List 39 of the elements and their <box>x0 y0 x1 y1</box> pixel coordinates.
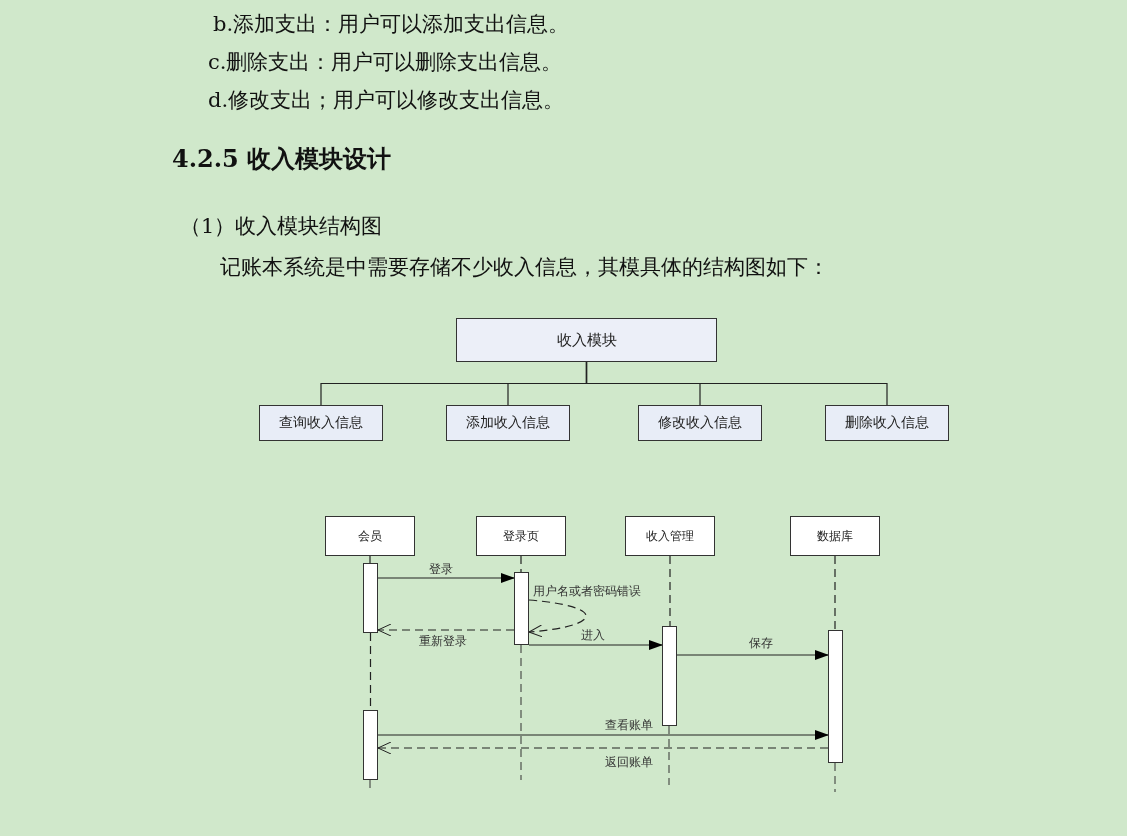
lifeline-head-box: 收入管理 <box>625 516 715 556</box>
module-box: 收入模块 <box>456 318 717 362</box>
edge-label: 查看账单 <box>604 718 654 732</box>
activation-bar <box>828 630 843 763</box>
message-arrow <box>676 650 829 660</box>
module-box: 删除收入信息 <box>825 405 949 441</box>
module-box: 查询收入信息 <box>259 405 383 441</box>
edge-label: 登录 <box>428 562 454 576</box>
return-message-arrow <box>377 741 829 755</box>
edge-label: 返回账单 <box>604 755 654 769</box>
edge-label: 进入 <box>580 628 606 642</box>
message-arrow <box>377 573 515 583</box>
message-arrow <box>528 640 663 650</box>
activation-bar <box>514 572 529 645</box>
section-heading: 4.2.5 收入模块设计 <box>172 143 392 175</box>
activation-bar <box>363 710 378 780</box>
lifeline-head-box: 数据库 <box>790 516 880 556</box>
paragraph-text: b.添加支出：用户可以添加支出信息。 <box>213 11 570 38</box>
activation-bar <box>662 626 677 726</box>
paragraph-text: （1）收入模块结构图 <box>180 213 383 240</box>
module-box: 修改收入信息 <box>638 405 762 441</box>
edge-label: 重新登录 <box>418 634 468 648</box>
lifeline <box>834 555 836 631</box>
return-message-arrow <box>377 623 515 637</box>
lifeline <box>369 555 371 564</box>
message-arrow <box>377 730 829 740</box>
module-box: 添加收入信息 <box>446 405 570 441</box>
paragraph-text: c.删除支出：用户可以删除支出信息。 <box>208 49 563 76</box>
tree-connector <box>585 361 888 406</box>
lifeline-head-box: 登录页 <box>476 516 566 556</box>
lifeline <box>520 555 522 573</box>
return-message-arrow <box>528 599 587 638</box>
edge-label: 用户名或者密码错误 <box>532 584 642 598</box>
paragraph-text: 记账本系统是中需要存储不少收入信息，其模具体的结构图如下： <box>220 254 829 281</box>
lifeline-head-box: 会员 <box>325 516 415 556</box>
lifeline <box>669 555 671 627</box>
activation-bar <box>363 563 378 633</box>
edge-label: 保存 <box>748 636 774 650</box>
paragraph-text: d.修改支出；用户可以修改支出信息。 <box>208 87 565 114</box>
